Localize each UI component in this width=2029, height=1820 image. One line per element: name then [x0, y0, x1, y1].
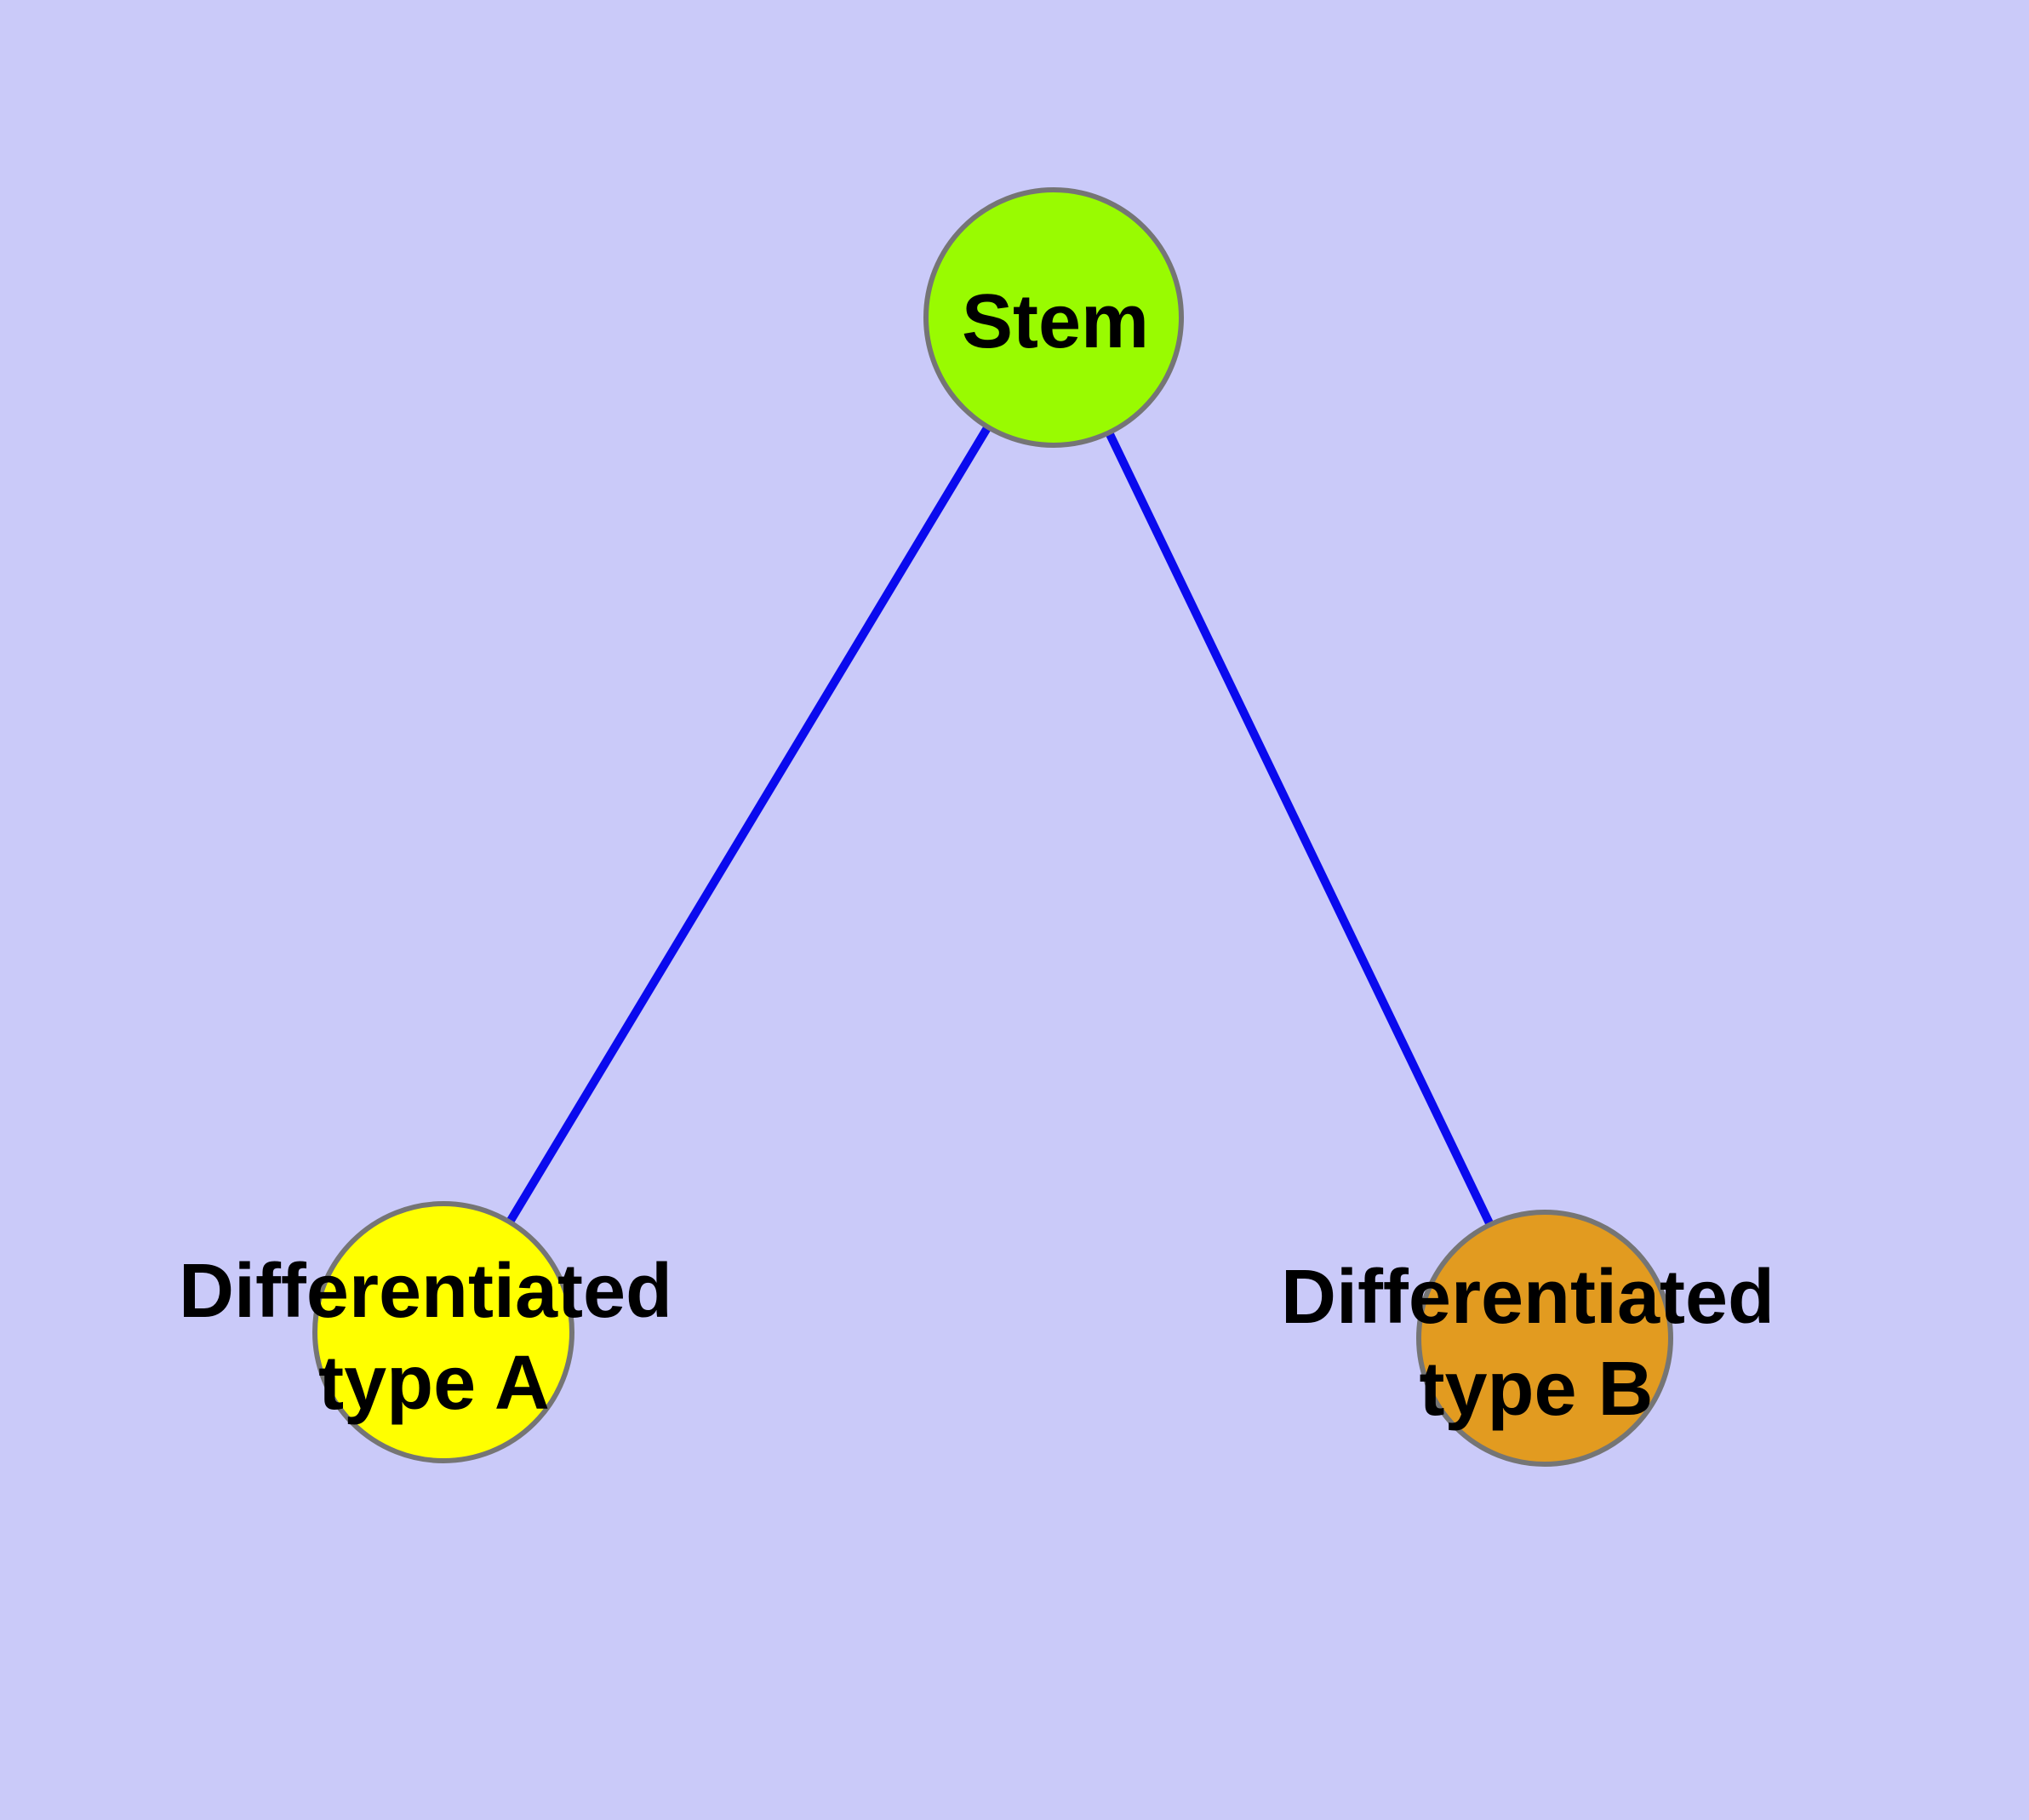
- stem-node: [923, 187, 1184, 448]
- type-b-node-label-line-2: type B: [1419, 1347, 1653, 1432]
- stem-node-label: Stem: [962, 279, 1149, 364]
- type-b-node-label-line-1: Differentiated: [1281, 1255, 1775, 1340]
- type-a-node-label-line-2: type A: [318, 1341, 550, 1426]
- edge-stem-to-type-b: [1049, 315, 1549, 1341]
- type-b-node: [1416, 1210, 1673, 1467]
- edge-stem-to-type-a: [439, 315, 1058, 1335]
- type-a-node-label-line-1: Differentiated: [179, 1249, 672, 1334]
- type-a-node: [312, 1201, 574, 1463]
